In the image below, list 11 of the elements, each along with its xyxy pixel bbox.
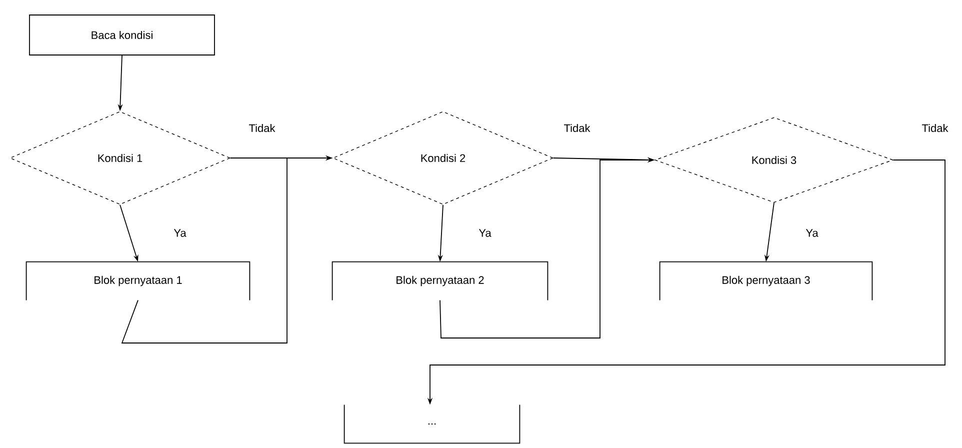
edge-label: Ya [804, 228, 820, 238]
statement-block: Blok pernyataan 2 [332, 261, 548, 301]
edge-label: Ya [172, 228, 188, 238]
statement-block: Blok pernyataan 1 [26, 261, 250, 301]
end-block: ... [344, 404, 520, 444]
edge-label: Ya [478, 228, 492, 238]
process-box: Baca kondisi [29, 14, 215, 56]
statement-block: Blok pernyataan 3 [659, 261, 873, 301]
edge-label: Tidak [248, 122, 276, 134]
edge-label: Tidak [562, 122, 592, 134]
edge-label: Tidak [920, 122, 950, 134]
